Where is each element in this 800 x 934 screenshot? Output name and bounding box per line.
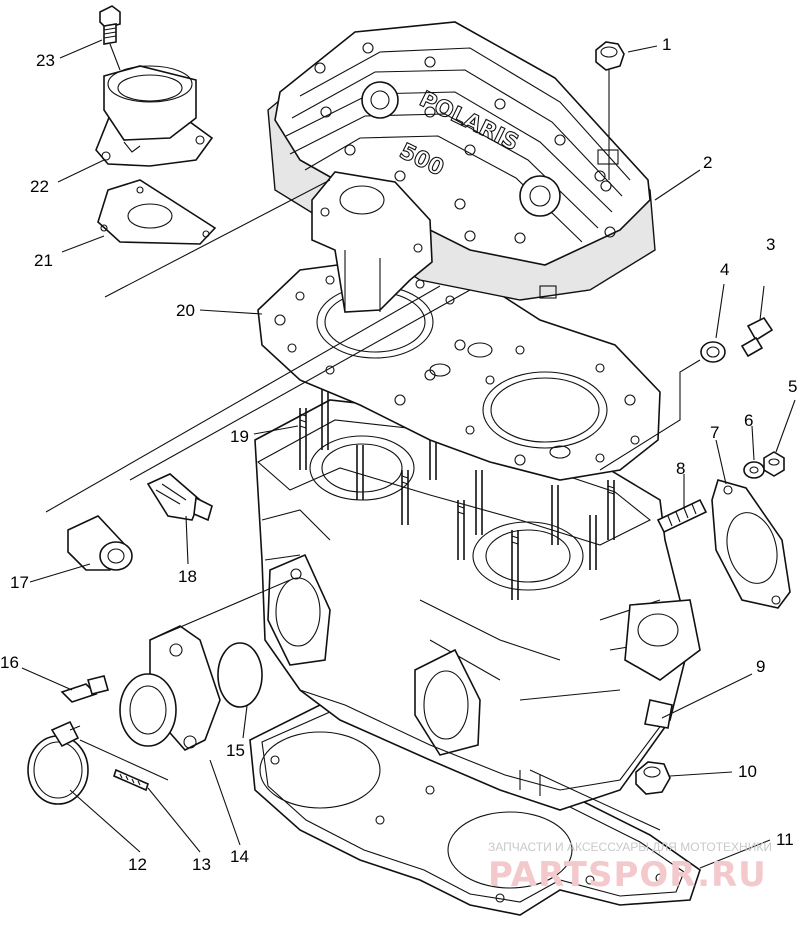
callout-1: 1: [662, 35, 671, 54]
callout-labels: 1 2 3 4 5 6 7 8 9 10 11 12 13 14 15 16 1…: [0, 35, 797, 874]
part-14-intake-flange: [119, 625, 221, 751]
part-12-clamp: [27, 720, 89, 805]
callout-10: 10: [738, 762, 757, 781]
part-16-bolt: [60, 675, 109, 703]
part-3-bolt: [740, 316, 774, 358]
callout-19: 19: [230, 427, 249, 446]
part-23-bolt: [99, 5, 121, 71]
callout-22: 22: [30, 177, 49, 196]
callout-18: 18: [178, 567, 197, 586]
callout-23: 23: [36, 51, 55, 70]
part-1-nut: [595, 41, 625, 180]
callout-11: 11: [776, 830, 794, 849]
part-5-nut: [763, 451, 785, 477]
callout-13: 13: [192, 855, 211, 874]
callout-5: 5: [788, 377, 797, 396]
callout-8: 8: [676, 459, 685, 478]
watermark: ЗАПЧАСТИ И АКСЕССУАРЫ ДЛЯ МОТОТЕХНИКИ PA…: [488, 840, 772, 895]
watermark-site: PARTSPOR.RU: [488, 855, 767, 895]
part-15-o-ring: [217, 642, 263, 708]
callout-21: 21: [34, 251, 53, 270]
callout-14: 14: [230, 847, 249, 866]
part-6-washer: [743, 461, 765, 479]
callout-7: 7: [710, 423, 719, 442]
callout-3: 3: [766, 235, 775, 254]
part-13-screw: [113, 768, 149, 792]
callout-20: 20: [176, 301, 195, 320]
callout-12: 12: [128, 855, 147, 874]
assembly-lines: [45, 179, 661, 831]
part-9-cylinder-block: [254, 399, 701, 811]
callout-9: 9: [756, 657, 765, 676]
part-10-nut: [635, 761, 671, 795]
part-18-temp-sensor: [146, 473, 213, 522]
callout-2: 2: [703, 153, 712, 172]
part-4-washer: [700, 341, 726, 363]
leader-4-to-head: [599, 359, 701, 471]
part-22-thermostat-housing: [95, 65, 214, 167]
part-17-fitting: [67, 515, 133, 571]
callout-4: 4: [720, 260, 729, 279]
callout-17: 17: [10, 573, 29, 592]
leader-lines: [21, 39, 796, 869]
water-outlet-housing: [311, 171, 433, 313]
callout-16: 16: [0, 653, 19, 672]
callout-15: 15: [226, 741, 245, 760]
part-21-gasket: [97, 179, 217, 245]
watermark-tagline: ЗАПЧАСТИ И АКСЕССУАРЫ ДЛЯ МОТОТЕХНИКИ: [488, 840, 772, 854]
part-8-stud: [656, 498, 708, 534]
callout-6: 6: [744, 411, 753, 430]
part-7-exhaust-gasket: [711, 479, 791, 609]
